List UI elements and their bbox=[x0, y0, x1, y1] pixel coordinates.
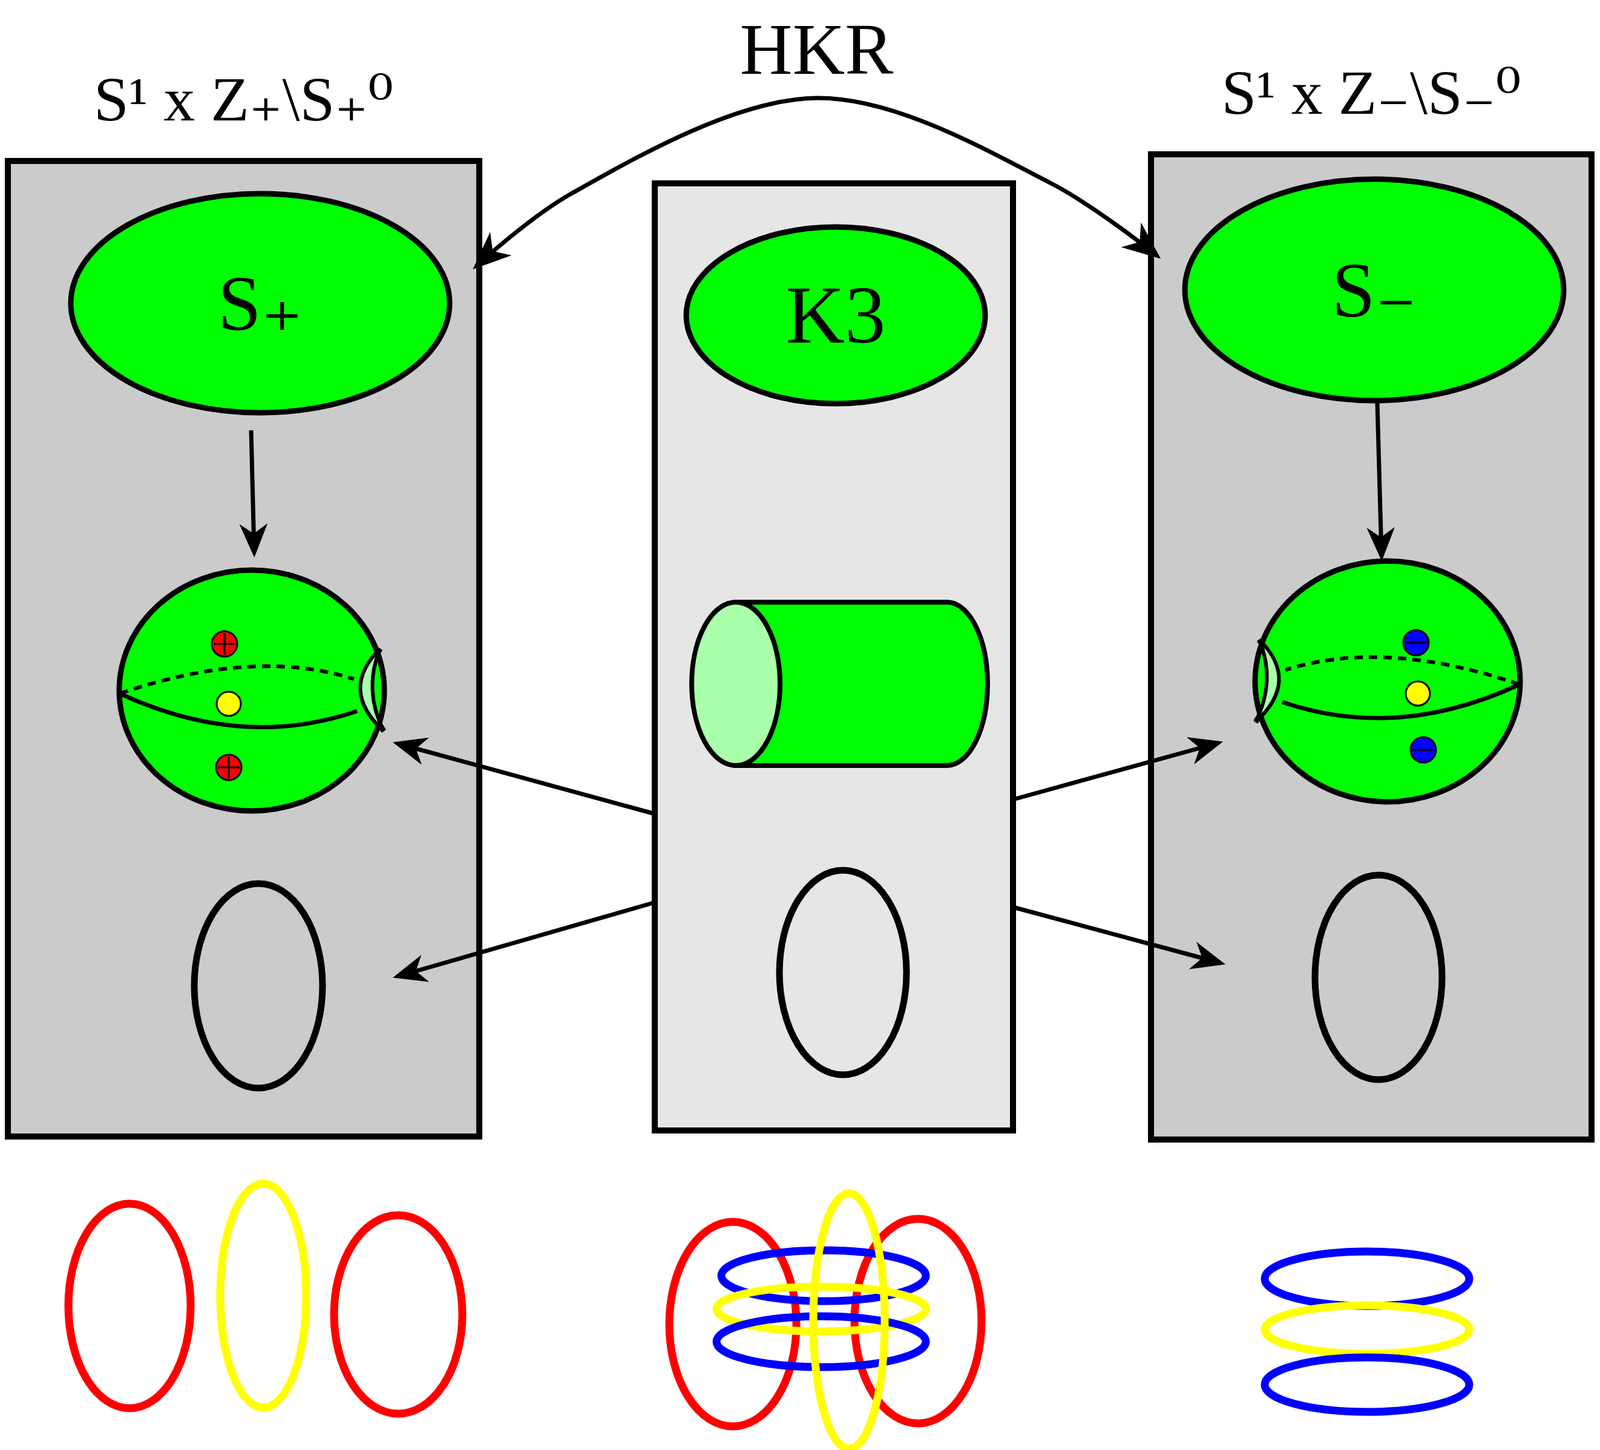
surface-ellipse: S₊ bbox=[67, 190, 454, 417]
circle bbox=[194, 870, 1443, 1089]
panel-heading: S¹ x Z₋\S₋⁰ bbox=[1221, 58, 1522, 128]
cylinder bbox=[691, 602, 988, 766]
panel-ground bbox=[7, 160, 480, 1137]
loop bbox=[68, 1183, 1470, 1449]
middle-panel bbox=[654, 183, 1014, 1131]
sphere bbox=[119, 570, 412, 811]
surface-label: S₋ bbox=[1331, 246, 1418, 334]
surface-label: K3 bbox=[786, 270, 886, 361]
surface-ellipse: K3 bbox=[682, 223, 989, 408]
map-label: HKR bbox=[740, 9, 894, 90]
panel-heading: S¹ x Z₊\S₊⁰ bbox=[93, 64, 394, 134]
panel-ground bbox=[1150, 154, 1592, 1140]
space-panel: S¹ x Z₊\S₊⁰S₊ bbox=[4, 157, 483, 1140]
surface-label: S₊ bbox=[217, 260, 304, 347]
sphere bbox=[1227, 560, 1521, 802]
surface-ellipse: S₋ bbox=[1181, 175, 1568, 405]
space-panel: S¹ x Z₋\S₋⁰S₋ bbox=[1147, 151, 1595, 1143]
map-arrow bbox=[251, 403, 1382, 977]
